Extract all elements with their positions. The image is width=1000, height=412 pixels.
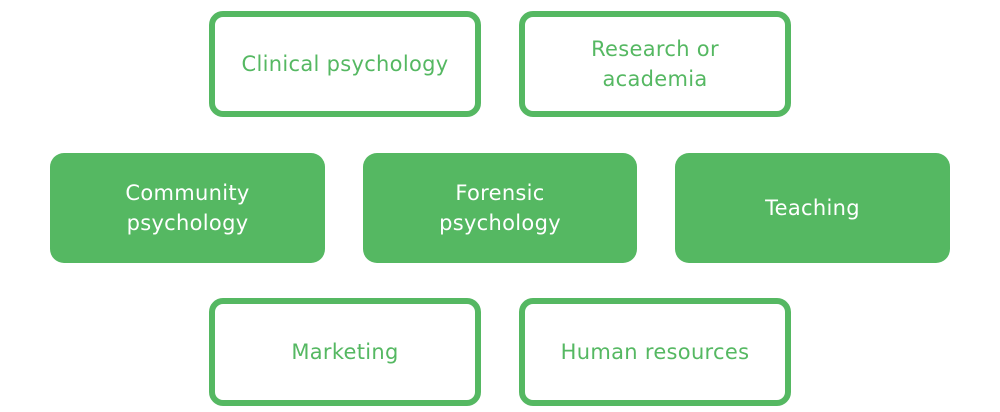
human-resources-box: Human resources xyxy=(519,298,791,406)
clinical-psychology-box: Clinical psychology xyxy=(209,11,481,117)
forensic-psychology-box: Forensic psychology xyxy=(363,153,637,263)
teaching-label: Teaching xyxy=(765,196,860,220)
research-or-academia-label: Research or academia xyxy=(591,37,719,91)
community-psychology-label: Community psychology xyxy=(125,181,250,235)
human-resources-label: Human resources xyxy=(560,340,750,364)
teaching-box: Teaching xyxy=(675,153,950,263)
clinical-psychology-label: Clinical psychology xyxy=(241,52,449,76)
community-psychology-box: Community psychology xyxy=(50,153,325,263)
forensic-psychology-label: Forensic psychology xyxy=(439,181,561,235)
marketing-label: Marketing xyxy=(291,340,399,364)
research-or-academia-box: Research or academia xyxy=(519,11,791,117)
marketing-box: Marketing xyxy=(209,298,481,406)
